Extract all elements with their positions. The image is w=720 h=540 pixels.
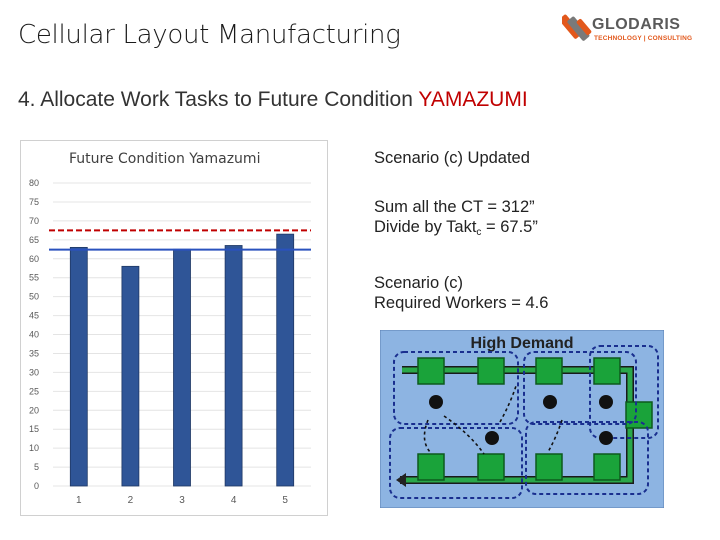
chart-title: Future Condition Yamazumi	[69, 151, 261, 167]
slide-subtitle: 4. Allocate Work Tasks to Future Conditi…	[18, 88, 528, 112]
x-tick-label-4: 4	[231, 495, 237, 506]
station-8	[477, 453, 505, 481]
x-tick-label-1: 1	[76, 495, 82, 506]
station-6	[593, 453, 621, 481]
y-tick-label-1: 5	[34, 462, 39, 472]
walk-path-4	[547, 419, 563, 453]
y-tick-label-3: 15	[29, 424, 39, 434]
divide-suffix: = 67.5”	[481, 218, 538, 236]
station-3	[535, 357, 563, 385]
diagram-title: High Demand	[470, 335, 573, 352]
logo-tagline: TECHNOLOGY | CONSULTING	[594, 35, 693, 42]
y-tick-label-11: 55	[29, 273, 39, 283]
x-tick-label-3: 3	[179, 495, 185, 506]
station-1	[417, 357, 445, 385]
flow-arrow-icon	[396, 473, 406, 487]
x-tick-label-2: 2	[128, 495, 134, 506]
y-tick-label-14: 70	[29, 216, 39, 226]
y-tick-label-7: 35	[29, 348, 39, 358]
divide-prefix: Divide by Takt	[374, 218, 477, 236]
slide-title: Cellular Layout Manufacturing	[18, 20, 401, 50]
result-label: Scenario (c)	[374, 274, 463, 292]
logo-mark-icon	[562, 14, 592, 41]
y-tick-label-5: 25	[29, 386, 39, 396]
y-tick-label-6: 30	[29, 367, 39, 377]
sum-line: Sum all the CT = 312”	[374, 198, 535, 216]
walk-path-3	[499, 385, 517, 423]
bar-2	[121, 265, 140, 487]
subtitle-accent: YAMAZUMI	[418, 88, 528, 111]
worker-zone-5	[525, 421, 649, 495]
y-tick-label-12: 60	[29, 254, 39, 264]
divide-line: Divide by Taktc = 67.5”	[374, 217, 538, 243]
bar-5	[276, 233, 295, 487]
y-tick-label-8: 40	[29, 330, 39, 340]
logo-name: GLODARIS	[592, 16, 681, 33]
station-7	[535, 453, 563, 481]
operator-1-icon	[429, 395, 443, 409]
walk-path-1	[423, 419, 431, 453]
station-4	[593, 357, 621, 385]
high-demand-cell-diagram: High Demand	[380, 330, 664, 508]
operator-3-icon	[599, 395, 613, 409]
operator-5-icon	[599, 431, 613, 445]
y-tick-label-2: 10	[29, 443, 39, 453]
x-tick-label-5: 5	[282, 495, 288, 506]
glodaris-logo: GLODARIS TECHNOLOGY | CONSULTING	[562, 8, 712, 56]
worker-zone-4	[389, 427, 523, 499]
scenario-result: Scenario (c) Required Workers = 4.6	[374, 273, 548, 313]
station-9	[417, 453, 445, 481]
result-line: Required Workers = 4.6	[374, 294, 549, 312]
y-tick-label-9: 45	[29, 311, 39, 321]
y-tick-label-4: 20	[29, 405, 39, 415]
bar-3	[173, 248, 191, 487]
subtitle-text: 4. Allocate Work Tasks to Future Conditi…	[18, 88, 419, 111]
bar-1	[69, 246, 88, 487]
scenario-heading: Scenario (c) Updated	[374, 149, 530, 167]
station-2	[477, 357, 505, 385]
operator-4-icon	[485, 431, 499, 445]
y-tick-label-15: 75	[29, 197, 39, 207]
y-tick-label-0: 0	[34, 481, 39, 491]
y-tick-label-16: 80	[29, 178, 39, 188]
y-tick-label-10: 50	[29, 292, 39, 302]
operator-2-icon	[543, 395, 557, 409]
worker-zone-2	[523, 351, 637, 425]
worker-zone-3	[589, 345, 659, 439]
bar-4	[224, 245, 243, 487]
divide-subscript: c	[476, 227, 482, 238]
y-tick-label-13: 65	[29, 235, 39, 245]
scenario-calc: Sum all the CT = 312” Divide by Taktc = …	[374, 197, 538, 243]
